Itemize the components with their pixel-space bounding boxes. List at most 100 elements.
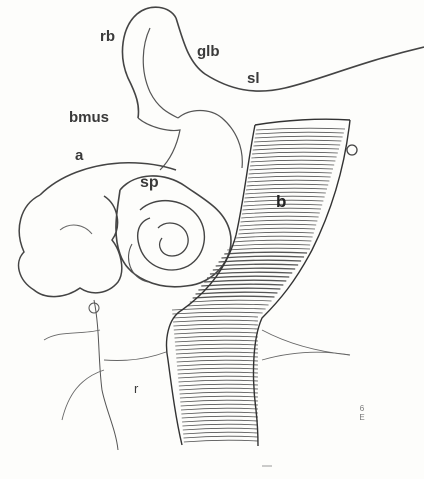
hatch-line: [253, 148, 339, 150]
hatch-line: [246, 188, 327, 190]
hatch-line: [180, 392, 258, 394]
hatch-line: [175, 340, 258, 342]
label-r: r: [134, 382, 138, 395]
hatch-line: [178, 372, 258, 374]
hatch-line: [216, 264, 298, 266]
hatch-line: [187, 304, 269, 306]
hatch-line: [240, 224, 316, 226]
hatch-line: [181, 404, 258, 406]
hatch-line: [247, 184, 329, 186]
hatch-line: [204, 280, 286, 282]
label-rb: rb: [100, 29, 115, 44]
label-b: b: [276, 193, 286, 210]
hatch-line: [249, 168, 333, 170]
hatch-line: [219, 260, 302, 262]
hatch-line: [182, 416, 258, 418]
rb-lobe-outline: [122, 7, 176, 118]
left-mass-fold: [60, 225, 92, 234]
hatch-line: [230, 244, 310, 246]
glb-region: [178, 111, 242, 169]
hatch-line: [181, 408, 258, 410]
hatch-line: [239, 228, 315, 230]
rb-lobe-inner: [143, 28, 178, 118]
label-bmus: bmus: [69, 110, 109, 125]
r-node: [89, 303, 99, 313]
r-stalk: [94, 300, 118, 450]
label-a: a: [75, 148, 83, 163]
hatch-line: [221, 256, 304, 258]
hatch-line: [238, 232, 313, 234]
scale-mark: 6E: [358, 404, 366, 422]
hatch-line: [178, 380, 258, 382]
b-top: [255, 119, 350, 125]
hatch-line: [247, 180, 329, 182]
hatch-line: [173, 320, 258, 322]
hatch-line: [251, 160, 336, 162]
right-fin: [262, 330, 350, 355]
hatch-line: [251, 156, 336, 158]
hatch-line: [172, 308, 266, 310]
hatch-line: [233, 240, 311, 242]
hatch-line: [253, 144, 340, 146]
hatch-line: [190, 300, 272, 302]
hatch-line: [173, 316, 258, 318]
hatch-line: [179, 384, 258, 386]
hatch-line: [177, 360, 258, 362]
hatch-line: [255, 136, 343, 138]
right-fin-2: [262, 352, 350, 360]
hatch-line: [180, 396, 258, 398]
hatch-line: [175, 344, 258, 346]
hatch-line: [193, 296, 275, 298]
hatch-line: [242, 212, 320, 214]
hatch-line: [179, 388, 258, 390]
hatch-line: [173, 324, 258, 326]
hatch-line: [176, 356, 258, 358]
r-branch-1: [44, 330, 100, 340]
hatch-line: [174, 328, 258, 330]
hatch-line: [175, 336, 258, 338]
label-glb: glb: [197, 44, 220, 59]
hatch-line: [256, 128, 345, 130]
hatch-line: [181, 412, 258, 414]
hatch-line: [176, 348, 258, 350]
hatch-line: [178, 376, 258, 378]
bmus-region: [138, 118, 180, 170]
hatch-line: [196, 292, 278, 294]
hatch-line: [180, 400, 258, 402]
hatch-line: [227, 248, 310, 250]
hatch-line: [177, 364, 258, 366]
hatch-line: [241, 220, 318, 222]
hatch-line: [207, 276, 289, 278]
left-lobed-mass: [19, 195, 122, 297]
hatch-line: [213, 268, 295, 270]
hatch-line: [183, 428, 258, 430]
hatch-line: [172, 312, 262, 314]
sp-coil-mid: [138, 201, 205, 270]
hatch-line: [201, 284, 283, 286]
hatch-line: [184, 440, 258, 442]
hatch-line: [177, 368, 258, 370]
hatch-line: [250, 164, 334, 166]
hatch-line: [254, 140, 341, 142]
hatch-line: [182, 424, 258, 426]
hatch-line: [174, 332, 258, 334]
hatch-line: [198, 288, 280, 290]
hatch-line: [241, 216, 318, 218]
r-branch-2: [62, 370, 104, 420]
hatch-line: [249, 172, 332, 174]
b-knob: [347, 145, 357, 155]
hatch-line: [176, 352, 258, 354]
hatch-line: [210, 272, 292, 274]
hatch-line: [236, 236, 313, 238]
hatch-line: [224, 252, 307, 254]
r-branch-3: [104, 352, 166, 361]
label-sp: sp: [140, 175, 159, 191]
b-hatched-body: [172, 128, 345, 442]
hatch-line: [182, 420, 258, 422]
hatch-line: [252, 152, 338, 154]
hatch-line: [184, 436, 258, 438]
hatch-line: [248, 176, 331, 178]
label-sl: sl: [247, 71, 260, 86]
hatch-line: [255, 132, 343, 134]
